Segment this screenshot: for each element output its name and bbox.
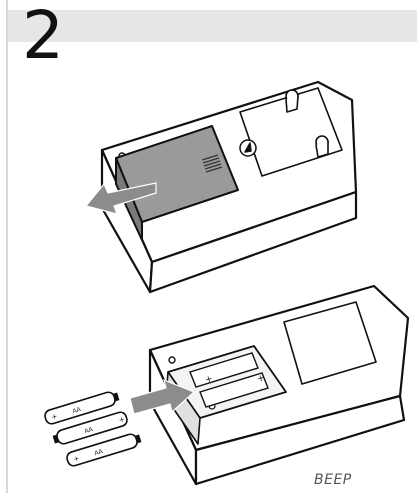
keyhole-bottom bbox=[316, 136, 328, 157]
device-bottom bbox=[150, 286, 408, 484]
keyhole-top bbox=[286, 90, 298, 112]
screw-dot-bottom bbox=[169, 357, 175, 363]
caption-text: BEEP bbox=[314, 472, 352, 488]
dial-icon bbox=[240, 140, 256, 156]
